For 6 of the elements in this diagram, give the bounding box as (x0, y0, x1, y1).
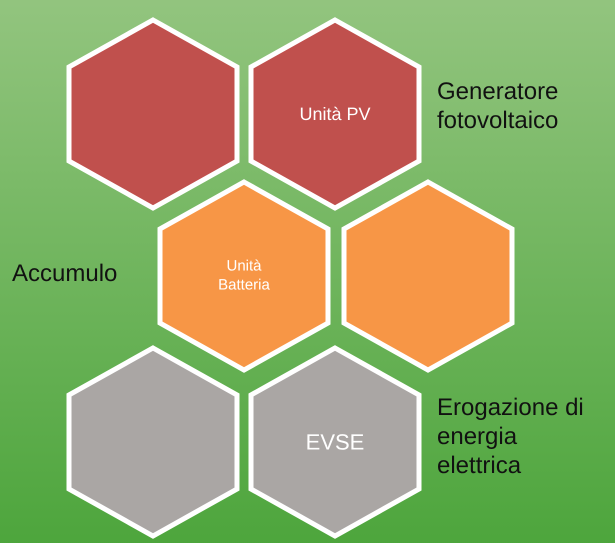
hexagon-label: EVSE (304, 428, 366, 456)
side-label: Erogazione di energia elettrica (437, 394, 585, 480)
hexagon-label: Unità Batteria (217, 257, 271, 295)
side-label: Generatore fotovoltaico (437, 78, 560, 136)
hexagon-label: Unità PV (298, 102, 372, 126)
side-label: Accumulo (12, 260, 118, 289)
